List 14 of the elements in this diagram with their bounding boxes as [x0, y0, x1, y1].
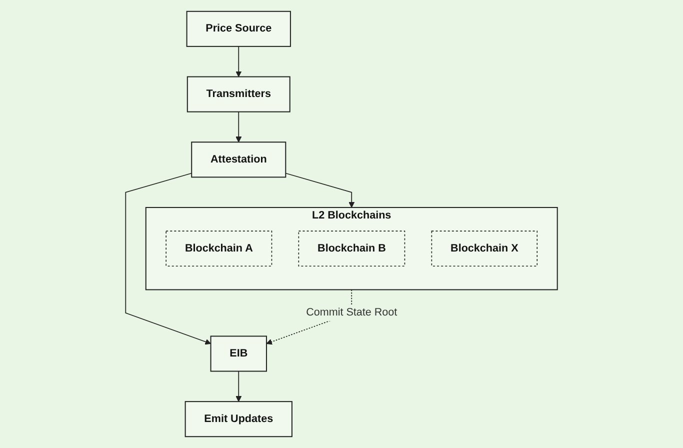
edge-label: Commit State Root — [306, 306, 398, 318]
node-box: Transmitters — [186, 76, 290, 112]
node-box: Blockchain X — [431, 230, 538, 267]
node-box: Blockchain B — [298, 230, 406, 267]
arrow — [236, 370, 242, 402]
node-box: Emit Updates — [184, 401, 292, 438]
arrow — [285, 172, 355, 208]
arrow — [236, 46, 242, 78]
arrow — [125, 172, 212, 345]
arrow — [236, 111, 242, 142]
node-box: Attestation — [191, 142, 286, 178]
node-box: Price Source — [186, 10, 291, 47]
node-box: Blockchain A — [166, 230, 272, 267]
node-box: EIB — [210, 336, 267, 372]
